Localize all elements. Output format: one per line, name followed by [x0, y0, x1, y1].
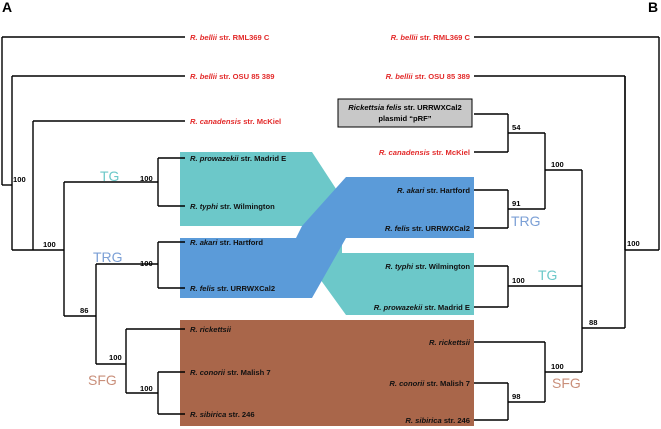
right-taxon-genus: R. bellii	[386, 72, 414, 81]
right-bootstrap-6: 98	[512, 392, 520, 401]
right-taxon-genus: R. akari	[397, 186, 425, 195]
left-taxon-strain: str. RML369 C	[217, 33, 270, 42]
right-taxon-label-9: R. sibirica str. 246	[405, 416, 470, 425]
tg-label-right: TG	[538, 267, 557, 283]
left-bootstrap-0: 100	[13, 175, 26, 184]
right-taxon-strain: str. Hartford	[424, 186, 470, 195]
left-taxon-strain: str. Madrid E	[239, 154, 287, 163]
plasmid-strain: str. URRWXCal2	[401, 103, 461, 112]
left-taxon-genus: R. rickettsii	[190, 325, 232, 334]
right-bootstrap-0: 54	[512, 123, 521, 132]
left-taxon-strain: str. OSU 85 389	[217, 72, 274, 81]
plasmid-label-line1: Rickettsia felis str. URRWXCal2	[348, 103, 461, 112]
right-bootstrap-7: 100	[627, 239, 640, 248]
left-taxon-label-7: R. rickettsii	[190, 325, 232, 334]
left-taxon-label-3: R. prowazekii str. Madrid E	[190, 154, 286, 163]
left-bootstrap-6: 100	[140, 384, 153, 393]
right-taxon-label-7: R. rickettsii	[429, 338, 471, 347]
left-bootstrap-2: 100	[43, 240, 56, 249]
left-taxon-genus: R. bellii	[190, 72, 218, 81]
right-taxon-label-4: R. felis str. URRWXCal2	[385, 224, 470, 233]
right-taxon-genus: R. sibirica	[405, 416, 441, 425]
group-bands	[180, 152, 474, 426]
left-taxon-genus: R. canadensis	[190, 117, 241, 126]
right-taxon-label-8: R. conorii str. Malish 7	[389, 379, 470, 388]
left-taxon-label-0: R. bellii str. RML369 C	[190, 33, 270, 42]
right-taxon-strain: str. Madrid E	[422, 303, 470, 312]
plasmid-label-line2: plasmid “pRF”	[378, 114, 431, 123]
right-taxon-strain: str. Malish 7	[424, 379, 470, 388]
right-taxon-genus: R. conorii	[389, 379, 425, 388]
left-taxon-label-4: R. typhi str. Wilmington	[190, 202, 275, 211]
right-bootstrap-4: 88	[589, 318, 597, 327]
plasmid-box	[337, 98, 473, 128]
trg-label-right: TRG	[511, 213, 541, 229]
right-bootstrap-5: 100	[551, 362, 564, 371]
right-taxon-genus: R. canadensis	[379, 148, 430, 157]
right-taxon-label-0: R. bellii str. RML369 C	[391, 33, 471, 42]
left-taxon-label-1: R. bellii str. OSU 85 389	[190, 72, 274, 81]
right-taxon-strain: str. OSU 85 389	[413, 72, 470, 81]
left-bootstrap-5: 100	[109, 353, 122, 362]
left-taxon-strain: str. URRWXCal2	[215, 284, 275, 293]
left-taxon-strain: str. Wilmington	[218, 202, 275, 211]
right-tip-labels: R. bellii str. RML369 CR. bellii str. OS…	[374, 33, 471, 425]
left-taxon-strain: str. Malish 7	[225, 368, 271, 377]
right-taxon-genus: R. rickettsii	[429, 338, 471, 347]
left-taxon-strain: str. McKiel	[241, 117, 281, 126]
left-taxon-label-9: R. sibirica str. 246	[190, 410, 255, 419]
left-taxon-strain: str. Hartford	[217, 238, 263, 247]
left-bootstrap-3: 100	[140, 259, 153, 268]
right-taxon-label-3: R. akari str. Hartford	[397, 186, 470, 195]
left-taxon-genus: R. conorii	[190, 368, 226, 377]
right-taxon-genus: R. bellii	[391, 33, 419, 42]
left-taxon-genus: R. bellii	[190, 33, 218, 42]
left-bootstrap-4: 86	[80, 306, 88, 315]
right-tree-branches	[474, 36, 660, 421]
left-taxon-label-6: R. felis str. URRWXCal2	[190, 284, 275, 293]
right-taxon-genus: R. felis	[385, 224, 410, 233]
left-taxon-genus: R. typhi	[190, 202, 219, 211]
right-taxon-label-1: R. bellii str. OSU 85 389	[386, 72, 470, 81]
right-bootstrap-3: 100	[512, 276, 525, 285]
left-tree-branches	[1, 36, 185, 415]
panel-letter-a: A	[2, 0, 12, 15]
right-taxon-label-5: R. typhi str. Wilmington	[385, 262, 470, 271]
panel-letter-b: B	[648, 0, 658, 15]
left-bootstrap-1: 100	[140, 174, 153, 183]
left-taxon-label-8: R. conorii str. Malish 7	[190, 368, 271, 377]
right-taxon-label-2: R. canadensis str. McKiel	[379, 148, 470, 157]
left-taxon-label-2: R. canadensis str. McKiel	[190, 117, 281, 126]
sfg-label-left: SFG	[88, 372, 117, 388]
trg-label-left: TRG	[93, 249, 123, 265]
right-taxon-label-6: R. prowazekii str. Madrid E	[374, 303, 470, 312]
tg-label-left: TG	[100, 168, 119, 184]
left-taxon-genus: R. sibirica	[190, 410, 226, 419]
right-taxon-genus: R. typhi	[385, 262, 414, 271]
sfg-band	[180, 320, 474, 426]
sfg-label-right: SFG	[552, 375, 581, 391]
left-tip-labels: R. bellii str. RML369 CR. bellii str. OS…	[190, 33, 286, 419]
right-bootstrap-2: 91	[512, 199, 521, 208]
trg-band	[180, 177, 474, 298]
right-taxon-strain: str. RML369 C	[418, 33, 471, 42]
bootstrap-values: 100 100 100 100 86 100 100 54 100 91 100 88 100 98 100	[13, 123, 640, 401]
right-taxon-strain: str. McKiel	[430, 148, 470, 157]
left-taxon-genus: R. felis	[190, 284, 215, 293]
plasmid-genus: Rickettsia felis	[348, 103, 401, 112]
right-taxon-genus: R. prowazekii	[374, 303, 423, 312]
right-bootstrap-1: 100	[551, 160, 564, 169]
right-taxon-strain: str. URRWXCal2	[410, 224, 470, 233]
left-taxon-genus: R. prowazekii	[190, 154, 239, 163]
right-taxon-strain: str. 246	[442, 416, 470, 425]
right-taxon-strain: str. Wilmington	[413, 262, 470, 271]
left-taxon-genus: R. akari	[190, 238, 218, 247]
left-taxon-strain: str. 246	[226, 410, 254, 419]
left-taxon-label-5: R. akari str. Hartford	[190, 238, 263, 247]
